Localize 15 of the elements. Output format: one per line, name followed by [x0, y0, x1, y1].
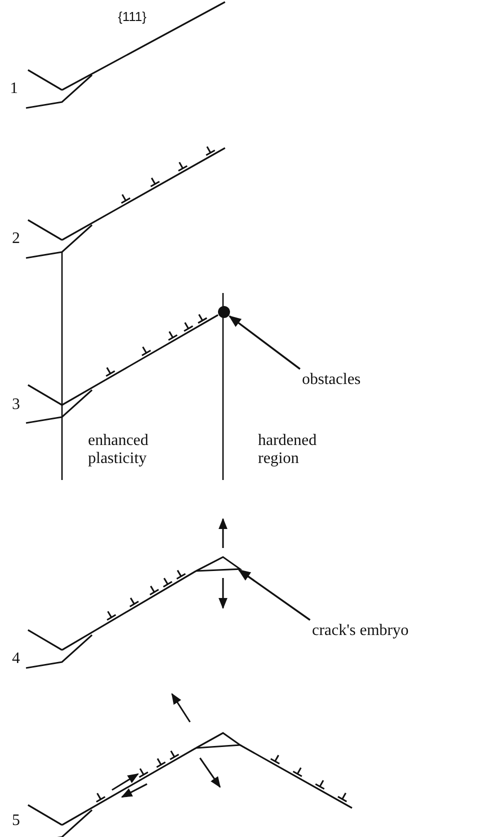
leader-line	[238, 569, 311, 621]
stage-number: 4	[12, 650, 20, 668]
stage-number: 3	[12, 396, 20, 414]
crack-embryo-triangle	[195, 732, 242, 749]
stage-number: 1	[10, 80, 18, 98]
crack-embryo-triangle	[195, 556, 242, 572]
leader-line	[228, 315, 301, 370]
stage-number: 2	[12, 230, 20, 248]
region-label: hardened region	[258, 432, 318, 468]
region-label: enhanced plasticity	[88, 432, 150, 468]
plane-label: {111}	[118, 8, 146, 26]
callout-text: obstacles	[302, 371, 361, 389]
obstacle-dot	[218, 306, 230, 318]
stage-number: 5	[12, 812, 20, 830]
callout-text: crack's embryo	[312, 622, 409, 640]
